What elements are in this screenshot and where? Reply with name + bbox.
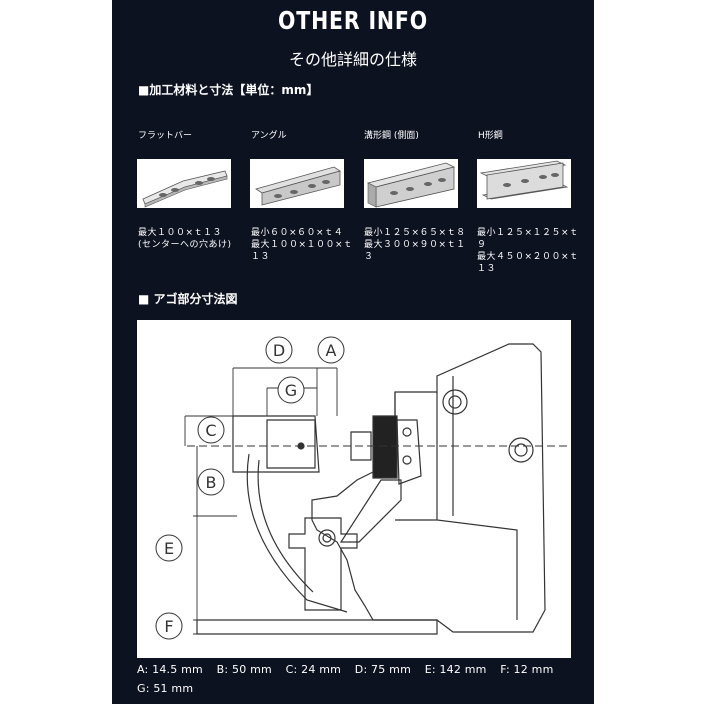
material-name-h-beam: H形鋼	[478, 131, 503, 141]
material-name-channel: 溝形鋼 (側面)	[364, 131, 419, 141]
dimension-e: E: 142 mm	[424, 663, 487, 676]
label-f: F	[164, 617, 173, 636]
dimension-d: D: 75 mm	[354, 663, 411, 676]
materials-heading: ■加工材料と寸法【単位：mm】	[138, 83, 319, 97]
other-info-panel: OTHER INFO その他詳細の仕様 ■加工材料と寸法【単位：mm】 フラット…	[112, 0, 594, 704]
material-spec-flat-bar: 最大１００×ｔ１３ (センターへの穴あけ)	[138, 228, 232, 250]
h-beam-image	[477, 159, 571, 208]
material-spec-channel: 最小１２５×６５×ｔ８ 最大３００×９０×ｔ１ ３	[364, 228, 466, 262]
label-e: E	[164, 539, 174, 558]
angle-image	[250, 159, 344, 208]
dimension-g: G: 51 mm	[137, 682, 194, 695]
material-name-flat-bar: フラットバー	[138, 131, 193, 141]
material-name-angle: アングル	[251, 131, 287, 141]
dimension-c: C: 24 mm	[285, 663, 342, 676]
dimension-b: B: 50 mm	[216, 663, 272, 676]
channel-image	[364, 159, 458, 208]
material-spec-angle: 最小６０×６０×ｔ４ 最大１００×１００×ｔ １３	[251, 228, 353, 262]
jaw-dimension-heading: ■ アゴ部分寸法図	[138, 292, 238, 306]
dimension-a: A: 14.5 mm	[137, 663, 203, 676]
label-c: C	[205, 421, 216, 440]
flat-bar-image	[137, 159, 231, 208]
dimension-list: A: 14.5 mm B: 50 mm C: 24 mm D: 75 mm E:…	[137, 660, 577, 698]
dimension-f: F: 12 mm	[500, 663, 554, 676]
label-d: D	[273, 341, 285, 360]
material-spec-h-beam: 最小１２５×１２５×ｔ ９ 最大４５０×２００×ｔ １３	[477, 228, 579, 274]
label-b: B	[206, 473, 217, 492]
page-subtitle: その他詳細の仕様	[288, 50, 417, 69]
page-title: OTHER INFO	[278, 6, 428, 35]
label-a: A	[326, 341, 337, 360]
label-g: G	[285, 381, 297, 400]
jaw-dimension-drawing: D A G C B E F	[137, 320, 571, 658]
